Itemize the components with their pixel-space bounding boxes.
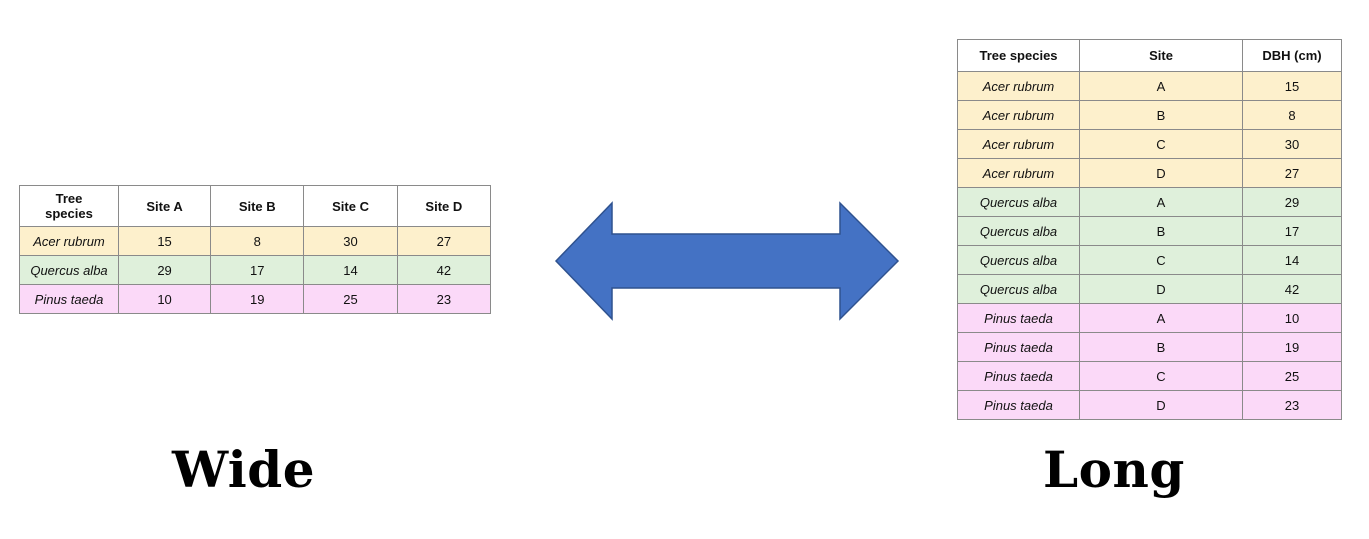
wide-cell-species: Quercus alba <box>19 255 119 285</box>
long-cell-species: Acer rubrum <box>957 158 1080 188</box>
long-cell-site: B <box>1079 216 1243 246</box>
long-cell-site: A <box>1079 71 1243 101</box>
long-cell-dbh: 23 <box>1242 390 1342 420</box>
long-cell-dbh: 10 <box>1242 303 1342 333</box>
wide-cell-value: 42 <box>396 255 492 285</box>
long-cell-species: Quercus alba <box>957 187 1080 217</box>
long-cell-dbh: 15 <box>1242 71 1342 101</box>
long-header-row: Tree species Site DBH (cm) <box>957 39 1342 72</box>
long-cell-species: Acer rubrum <box>957 129 1080 159</box>
long-cell-species: Quercus alba <box>957 274 1080 304</box>
wide-cell-value: 30 <box>303 226 398 256</box>
long-cell-site: B <box>1079 100 1243 130</box>
wide-cell-value: 17 <box>210 255 305 285</box>
long-cell-site: A <box>1079 303 1243 333</box>
long-cell-species: Pinus taeda <box>957 390 1080 420</box>
wide-cell-value: 29 <box>117 255 212 285</box>
long-cell-dbh: 29 <box>1242 187 1342 217</box>
long-header-site: Site <box>1079 39 1243 72</box>
wide-cell-species: Pinus taeda <box>19 284 119 314</box>
wide-cell-value: 10 <box>117 284 212 314</box>
long-cell-dbh: 25 <box>1242 361 1342 391</box>
long-cell-site: C <box>1079 245 1243 275</box>
wide-cell-value: 19 <box>210 284 305 314</box>
long-cell-dbh: 42 <box>1242 274 1342 304</box>
long-cell-dbh: 17 <box>1242 216 1342 246</box>
wide-cell-value: 8 <box>210 226 305 256</box>
wide-cell-value: 25 <box>303 284 398 314</box>
long-cell-dbh: 8 <box>1242 100 1342 130</box>
long-cell-site: A <box>1079 187 1243 217</box>
long-cell-species: Pinus taeda <box>957 303 1080 333</box>
long-cell-site: D <box>1079 390 1243 420</box>
wide-cell-value: 15 <box>117 226 212 256</box>
long-cell-species: Pinus taeda <box>957 361 1080 391</box>
wide-cell-value: 14 <box>303 255 398 285</box>
wide-label: Wide <box>172 440 316 499</box>
wide-cell-value: 23 <box>396 284 492 314</box>
long-cell-dbh: 27 <box>1242 158 1342 188</box>
long-label: Long <box>1043 440 1185 499</box>
long-cell-site: B <box>1079 332 1243 362</box>
long-cell-dbh: 30 <box>1242 129 1342 159</box>
long-cell-site: D <box>1079 158 1243 188</box>
wide-header-site-a: Site A <box>117 185 212 227</box>
wide-header-site-b: Site B <box>210 185 305 227</box>
long-cell-dbh: 14 <box>1242 245 1342 275</box>
wide-header-site-d: Site D <box>396 185 492 227</box>
long-cell-dbh: 19 <box>1242 332 1342 362</box>
long-header-species: Tree species <box>957 39 1080 72</box>
long-header-dbh: DBH (cm) <box>1242 39 1342 72</box>
long-cell-site: C <box>1079 361 1243 391</box>
long-cell-site: C <box>1079 129 1243 159</box>
long-cell-species: Pinus taeda <box>957 332 1080 362</box>
wide-cell-species: Acer rubrum <box>19 226 119 256</box>
long-cell-species: Quercus alba <box>957 245 1080 275</box>
double-arrow-icon <box>554 201 900 321</box>
long-cell-species: Acer rubrum <box>957 71 1080 101</box>
long-cell-site: D <box>1079 274 1243 304</box>
wide-cell-value: 27 <box>396 226 492 256</box>
long-cell-species: Acer rubrum <box>957 100 1080 130</box>
wide-header-site-c: Site C <box>303 185 398 227</box>
long-cell-species: Quercus alba <box>957 216 1080 246</box>
